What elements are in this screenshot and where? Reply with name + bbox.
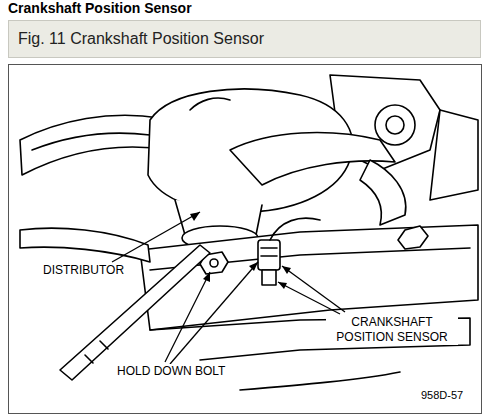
figure-frame [9, 65, 482, 414]
leader-line [112, 212, 200, 262]
leader-line [165, 272, 210, 362]
leader-line [170, 262, 258, 364]
part-label: CRANKSHAFT POSITION SENSOR [326, 315, 458, 345]
arrowhead [282, 266, 291, 274]
caption-band [9, 21, 481, 58]
part-label: DISTRIBUTOR [42, 263, 125, 278]
part-label: HOLD DOWN BOLT [116, 364, 226, 379]
leader-line [278, 282, 340, 314]
arrowhead [190, 212, 200, 221]
figure-number: 958D-57 [420, 388, 464, 402]
page-heading: Crankshaft Position Sensor [8, 0, 192, 16]
engine-drawing [20, 75, 478, 390]
arrowhead [278, 282, 287, 289]
arrowheads [190, 212, 291, 289]
arrowhead [203, 272, 210, 282]
leader-lines [112, 212, 345, 364]
figure-caption: Fig. 11 Crankshaft Position Sensor [18, 29, 264, 49]
arrowhead [249, 262, 258, 271]
